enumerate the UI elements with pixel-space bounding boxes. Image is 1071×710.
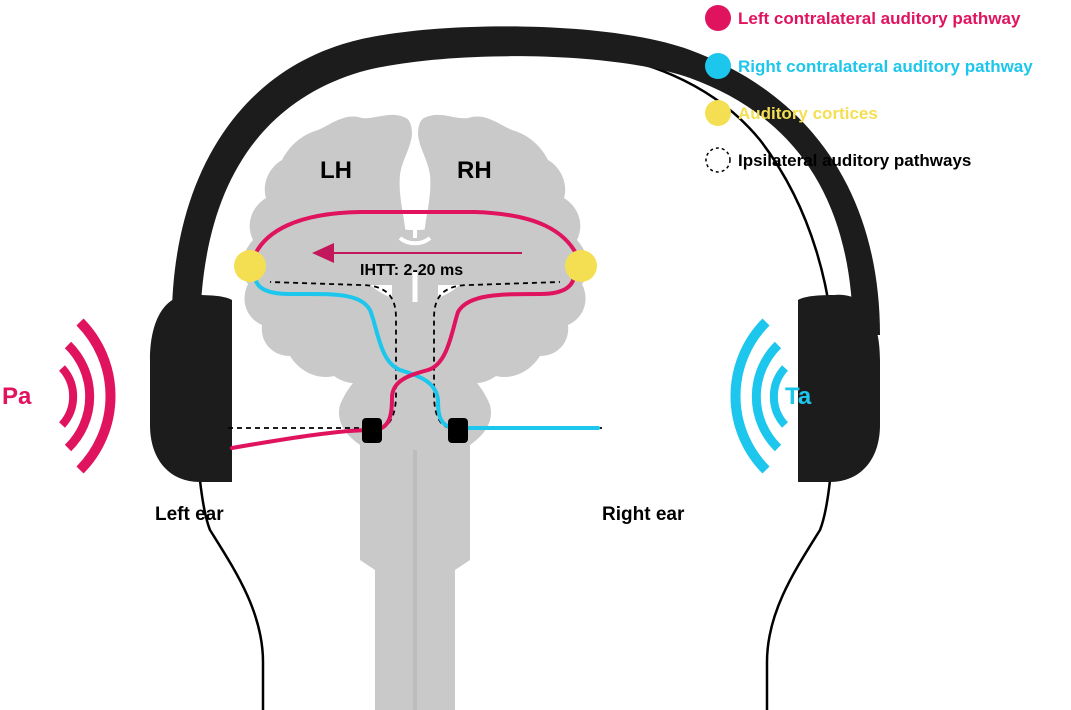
ipsilateral-right (433, 281, 602, 429)
ipsilateral-left (228, 281, 397, 429)
right-stimulus-label: Ta (785, 383, 812, 410)
left-ear-cup (150, 294, 232, 482)
left-contralateral-pathway (230, 210, 582, 450)
left-auditory-cortex (234, 250, 266, 282)
right-auditory-cortex (565, 250, 597, 282)
left-ear-label: Left ear (155, 504, 224, 525)
headphones (150, 26, 880, 482)
legend-marker-ipsilateral (705, 147, 731, 173)
right-nucleus (448, 418, 468, 443)
legend-item-right-pathway: Right contralateral auditory pathway (738, 57, 1033, 76)
callosal-transfer (250, 210, 582, 264)
left-stimulus-label: Pa (2, 383, 32, 410)
left-nucleus (362, 418, 382, 443)
right-ear-cup (798, 294, 880, 482)
ihtt-label: IHTT: 2-20 ms (360, 262, 463, 279)
legend-item-left-pathway: Left contralateral auditory pathway (738, 9, 1021, 28)
legend-marker-left-pathway (705, 5, 731, 31)
ipsilateral-pathways (228, 281, 602, 429)
interhemispheric-fissure (398, 120, 432, 246)
legend-item-cortices: Auditory cortices (738, 104, 878, 123)
right-hemisphere-label: RH (457, 157, 492, 184)
right-ear-label: Right ear (602, 504, 685, 525)
legend-marker-cortices (705, 100, 731, 126)
legend-marker-right-pathway (705, 53, 731, 79)
left-hemisphere-label: LH (320, 157, 352, 184)
corpus-callosum (360, 215, 470, 285)
right-sound-waves-icon (730, 318, 789, 474)
left-sound-waves-icon (58, 318, 116, 474)
ihtt-arrow (312, 243, 522, 263)
left-contralateral-ascending (230, 268, 577, 450)
legend-item-ipsilateral: Ipsilateral auditory pathways (738, 151, 971, 170)
right-hemisphere (418, 114, 589, 384)
legend: Left contralateral auditory pathway Righ… (705, 5, 1033, 173)
right-contralateral-pathway (253, 268, 600, 431)
